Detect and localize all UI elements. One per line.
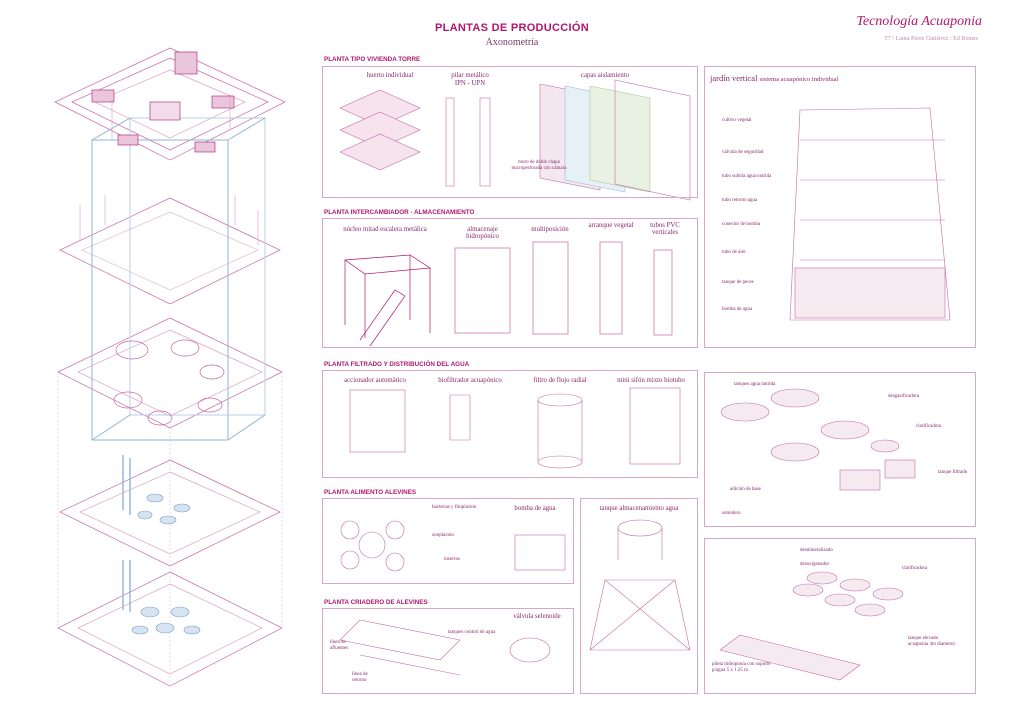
panel-tanques: [704, 372, 976, 527]
label-desmineralizado: desmineralizado: [800, 548, 833, 553]
page-subtitle: Axonometría: [485, 37, 539, 48]
panel-desmineral: [704, 538, 976, 694]
label-tubos-pvc: tubos PVC verticales: [650, 222, 680, 236]
label-clarificadora-2: clarificadora: [902, 566, 928, 571]
label-bomba-agua: bomba de agua: [514, 505, 556, 512]
label-sumidero: sumidero: [722, 511, 741, 516]
label-bacterias: bacterias y fitoplacton: [432, 505, 477, 510]
section-title-alimento: PLANTA ALIMENTO ALEVINES: [324, 489, 417, 496]
label-insectos: insectos: [444, 557, 461, 562]
page-title: PLANTAS DE PRODUCCIÓN: [435, 22, 589, 34]
label-pilar: pilar metálico: [451, 72, 489, 79]
section-title-torre: PLANTA TIPO VIVIENDA TORRE: [324, 56, 421, 63]
label-mini-sifon: mini sifón mixto biotubo: [617, 377, 685, 384]
jardin-label: válvula de seguridad: [722, 150, 764, 155]
panel-jardin-vertical: [704, 66, 976, 348]
panel-torre: [322, 66, 698, 198]
panel-tanque-almacenamiento: [580, 498, 698, 694]
label-zooplacton: zooplacton: [432, 533, 454, 538]
brand-logo: Tecnología Acuaponia: [856, 14, 982, 29]
label-valvula: válvula selenoide: [513, 613, 561, 620]
label-adicion-base: adición de base: [730, 487, 761, 492]
label-desoxigenador: desoxigenador: [800, 562, 830, 567]
label-accionador: accionador automático: [344, 377, 406, 384]
jardin-title: jardín vertical sistema acuapónico indiv…: [710, 73, 839, 83]
label-tanque-almacenamiento: tanque almacenamiento agua: [599, 505, 679, 512]
jardin-label: tubo retorno agua: [722, 198, 758, 203]
label-multiposicion: multiposición: [531, 226, 569, 233]
jardin-label: cultivo vegetal: [722, 118, 752, 123]
jardin-label: tubo subida agua nutrida: [722, 174, 772, 179]
panel-intercambiador: [322, 218, 698, 348]
label-arranque: arranque vegetal: [588, 222, 634, 229]
label-tanque-filtrado: tanque filtrado: [938, 470, 968, 475]
label-clarificadora: clarificadora: [916, 424, 942, 429]
section-title-filtrado: PLANTA FILTRADO Y DISTRIBUCIÓN DEL AGUA: [324, 361, 470, 368]
label-biofiltrador: biofiltrador acuapónico: [438, 377, 502, 384]
label-tanque-elevado: tanque elevado acuaponía 4m diametro: [908, 636, 955, 647]
jardin-label: conector de bomba: [722, 222, 761, 227]
label-muro: muro de doble chapa microperforada con c…: [511, 160, 567, 171]
label-ipn: IPN - UPN: [454, 80, 486, 87]
label-nucleo: núcleo mitad escalera metálica: [343, 226, 427, 233]
section-title-intercambiador: PLANTA INTERCAMBIADOR - ALMACENAMIENTO: [324, 209, 475, 216]
jardin-label: tanque de peces: [722, 280, 754, 285]
label-tanques-control: tanques control de agua: [448, 630, 496, 635]
panel-criadero: [322, 608, 574, 694]
label-huerto: huerto individual: [366, 72, 414, 79]
label-filtro-radial: filtro de flujo radial: [533, 377, 587, 384]
jardin-label: bomba de agua: [722, 307, 753, 312]
label-capas: capas aislamiento: [580, 72, 630, 79]
panel-alimento: [322, 498, 574, 584]
panel-filtrado: [322, 370, 698, 478]
section-title-criadero: PLANTA CRIADERO DE ALEVINES: [324, 599, 428, 606]
jardin-label: tubo de aire: [722, 250, 746, 255]
label-tanques-agua: tanques agua nutrida: [734, 382, 776, 387]
label-linea-retorno: línea de retorno: [352, 672, 368, 683]
label-pileta: pileta hidroponía con soporte p/agua 5 x…: [712, 662, 771, 673]
label-almacenaje: almacenaje hidropónico: [466, 226, 499, 240]
authors: T7 / Laura Pérez Gutiérrez / Ed Romes: [884, 36, 978, 42]
label-linea-afluentes: línea de afluentes: [330, 640, 349, 651]
label-desgasificadora: desgasificadora: [888, 394, 920, 399]
